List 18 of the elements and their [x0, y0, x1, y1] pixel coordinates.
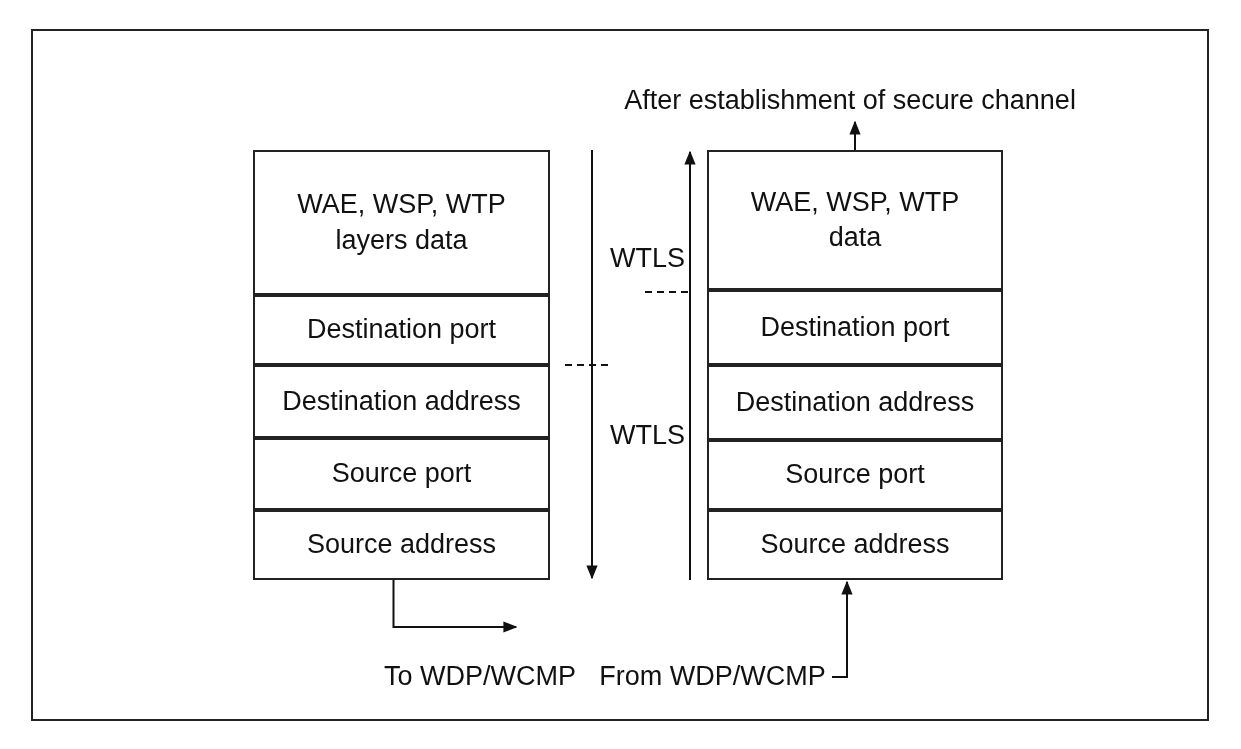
packet-field: Destination address	[253, 365, 550, 438]
arrow	[392, 579, 518, 633]
packet-field: Destination port	[253, 295, 550, 365]
arrow	[849, 120, 861, 151]
packet-field: Source port	[253, 438, 550, 510]
flow-label: To WDP/WCMP	[380, 658, 580, 696]
packet-field: Source address	[707, 510, 1003, 580]
flow-label: After establishment of secure channel	[560, 82, 1140, 120]
packet-field: Source port	[707, 440, 1003, 510]
packet-field: Destination port	[707, 290, 1003, 365]
layer-label: WTLS	[610, 243, 685, 274]
packet-field: Source address	[253, 510, 550, 580]
packet-field: Destination address	[707, 365, 1003, 440]
flow-label: From WDP/WCMP	[595, 658, 830, 696]
packet-field: WAE, WSP, WTP layers data	[253, 150, 550, 295]
layer-label: WTLS	[610, 420, 685, 451]
packet-field: WAE, WSP, WTP data	[707, 150, 1003, 290]
arrow	[831, 580, 853, 678]
